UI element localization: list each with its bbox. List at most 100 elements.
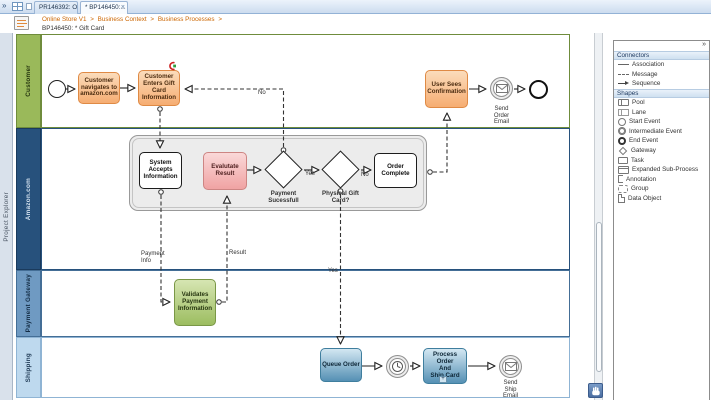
palette-item-annotation[interactable]: Annotation: [614, 175, 709, 185]
task-user-sees-confirmation[interactable]: User Sees Confirmation: [425, 70, 468, 108]
label-physical-gift-card: Physical Gift Card?: [322, 190, 359, 204]
palette-item-label: Lane: [632, 108, 647, 116]
breadcrumb-separator: >: [90, 16, 94, 23]
palette-item-label: Data Object: [628, 195, 662, 203]
timer-event[interactable]: [386, 355, 409, 378]
group-icon: [618, 184, 628, 193]
palette-header-connectors[interactable]: Connectors: [614, 51, 709, 60]
lane-customer[interactable]: [41, 34, 570, 128]
envelope-icon: [495, 84, 508, 93]
task-customer-navigates[interactable]: Customer navigates to amazon.com: [78, 72, 120, 104]
label-send-order-email: Send Order Email: [493, 106, 510, 126]
canvas-vertical-scrollbar[interactable]: [594, 33, 603, 400]
palette-item-label: Task: [631, 156, 644, 164]
palette-item-label: Pool: [632, 99, 645, 107]
breadcrumb-row: Online Store V1 > Business Context > Bus…: [0, 15, 711, 33]
tab-overflow-button[interactable]: »: [2, 1, 7, 10]
annotation-icon: [618, 175, 623, 184]
shape-palette-panel: » Connectors Association Message Sequenc…: [613, 40, 710, 400]
edge-label-payment-info: Payment Info: [141, 251, 165, 264]
message-line-icon: [618, 73, 629, 75]
palette-item-data-object[interactable]: Data Object: [614, 194, 709, 204]
edge-label-no: No: [258, 90, 266, 96]
message-event-send-order-email[interactable]: [490, 77, 513, 100]
edge-label-yes: Yes: [305, 171, 315, 177]
process-document-icon: [14, 16, 29, 30]
palette-item-sequence[interactable]: Sequence: [614, 79, 709, 89]
breadcrumb-link-business-processes[interactable]: Business Processes: [157, 16, 215, 23]
end-event[interactable]: [529, 80, 548, 99]
palette-item-label: Sequence: [632, 80, 661, 88]
clock-icon: [392, 361, 403, 372]
task-icon: [618, 156, 628, 164]
lane-shipping[interactable]: [41, 337, 570, 398]
palette-item-intermediate-event[interactable]: Intermediate Event: [614, 127, 709, 137]
project-explorer-label: Project Explorer: [2, 191, 10, 242]
palette-item-start-event[interactable]: Start Event: [614, 117, 709, 127]
lane-header-customer[interactable]: Customer: [16, 34, 41, 128]
start-event-icon: [618, 117, 626, 126]
palette-item-label: Annotation: [626, 175, 657, 183]
lane-header-payment-gateway[interactable]: Payment Gateway: [16, 270, 41, 337]
layout-grid-icon[interactable]: [12, 2, 23, 11]
task-validates-payment-information[interactable]: Validates Payment Information: [174, 279, 216, 326]
data-object-icon: [618, 194, 625, 204]
palette-collapse-icon[interactable]: »: [702, 41, 706, 48]
tab-pr146392[interactable]: PR146392: On ...: [34, 1, 78, 14]
task-order-complete[interactable]: Order Complete: [374, 153, 417, 188]
lane-label: Shipping: [25, 352, 32, 383]
lane-label: Payment Gateway: [25, 274, 32, 333]
lane-label: Customer: [25, 65, 32, 97]
breadcrumb-link-business-context[interactable]: Business Context: [97, 16, 147, 23]
association-line-icon: [618, 64, 629, 66]
palette-item-group[interactable]: Group: [614, 184, 709, 194]
message-event-send-ship-email[interactable]: [499, 355, 522, 378]
tab-bp146450[interactable]: * BP146450:... ×: [80, 1, 128, 14]
expanded-subprocess-icon: [618, 165, 629, 174]
collapsed-subprocess-plus-icon[interactable]: +: [439, 376, 447, 383]
pan-tool-button[interactable]: [588, 383, 603, 398]
edge-label-no: No: [361, 172, 369, 178]
task-system-accepts-information[interactable]: System Accepts Information: [139, 152, 182, 189]
tab-label: PR146392: On ...: [39, 4, 78, 11]
palette-item-lane[interactable]: Lane: [614, 107, 709, 117]
pool-icon: [618, 99, 629, 107]
lane-header-shipping[interactable]: Shipping: [16, 337, 41, 398]
palette-item-label: Group: [631, 185, 649, 193]
palette-item-label: End Event: [629, 137, 659, 145]
event-ring: [389, 358, 406, 375]
start-event[interactable]: [48, 80, 66, 98]
project-explorer-sidebar[interactable]: Project Explorer: [0, 33, 13, 400]
palette-header-shapes[interactable]: Shapes: [614, 88, 709, 98]
palette-item-label: Gateway: [631, 147, 656, 155]
breadcrumb-separator: >: [218, 16, 222, 23]
close-icon[interactable]: ×: [120, 4, 125, 11]
gateway-icon: [618, 146, 628, 155]
edge-label-result: Result: [229, 250, 247, 256]
palette-item-label: Start Event: [629, 118, 661, 126]
hand-icon: [591, 386, 600, 395]
palette-item-expanded-subprocess[interactable]: Expanded Sub-Process: [614, 165, 709, 175]
breadcrumb-link-online-store[interactable]: Online Store V1: [42, 16, 87, 23]
sequence-arrow-icon: [618, 80, 629, 87]
breadcrumb: Online Store V1 > Business Context > Bus…: [42, 16, 224, 23]
palette-item-association[interactable]: Association: [614, 60, 709, 70]
task-evaluate-result[interactable]: Evalutate Result: [203, 152, 247, 190]
scrollbar-thumb[interactable]: [596, 222, 602, 372]
palette-item-pool[interactable]: Pool: [614, 98, 709, 108]
task-customer-enters-gift-card[interactable]: Customer Enters Gift Card Information: [138, 70, 180, 106]
palette-item-label: Intermediate Event: [629, 127, 682, 135]
label-payment-successful: Payment Sucessfull: [268, 190, 299, 204]
lane-payment-gateway[interactable]: [41, 270, 570, 337]
breadcrumb-separator: >: [150, 16, 155, 23]
mini-tab-button[interactable]: [26, 3, 32, 10]
lane-header-amazon[interactable]: Amazon.com: [16, 128, 41, 270]
task-queue-order[interactable]: Queue Order: [320, 348, 362, 382]
palette-item-end-event[interactable]: End Event: [614, 136, 709, 146]
validation-marker-icon: [167, 58, 178, 71]
palette-item-task[interactable]: Task: [614, 155, 709, 165]
palette-item-label: Expanded Sub-Process: [632, 166, 699, 174]
palette-item-gateway[interactable]: Gateway: [614, 146, 709, 156]
palette-item-message[interactable]: Message: [614, 70, 709, 80]
